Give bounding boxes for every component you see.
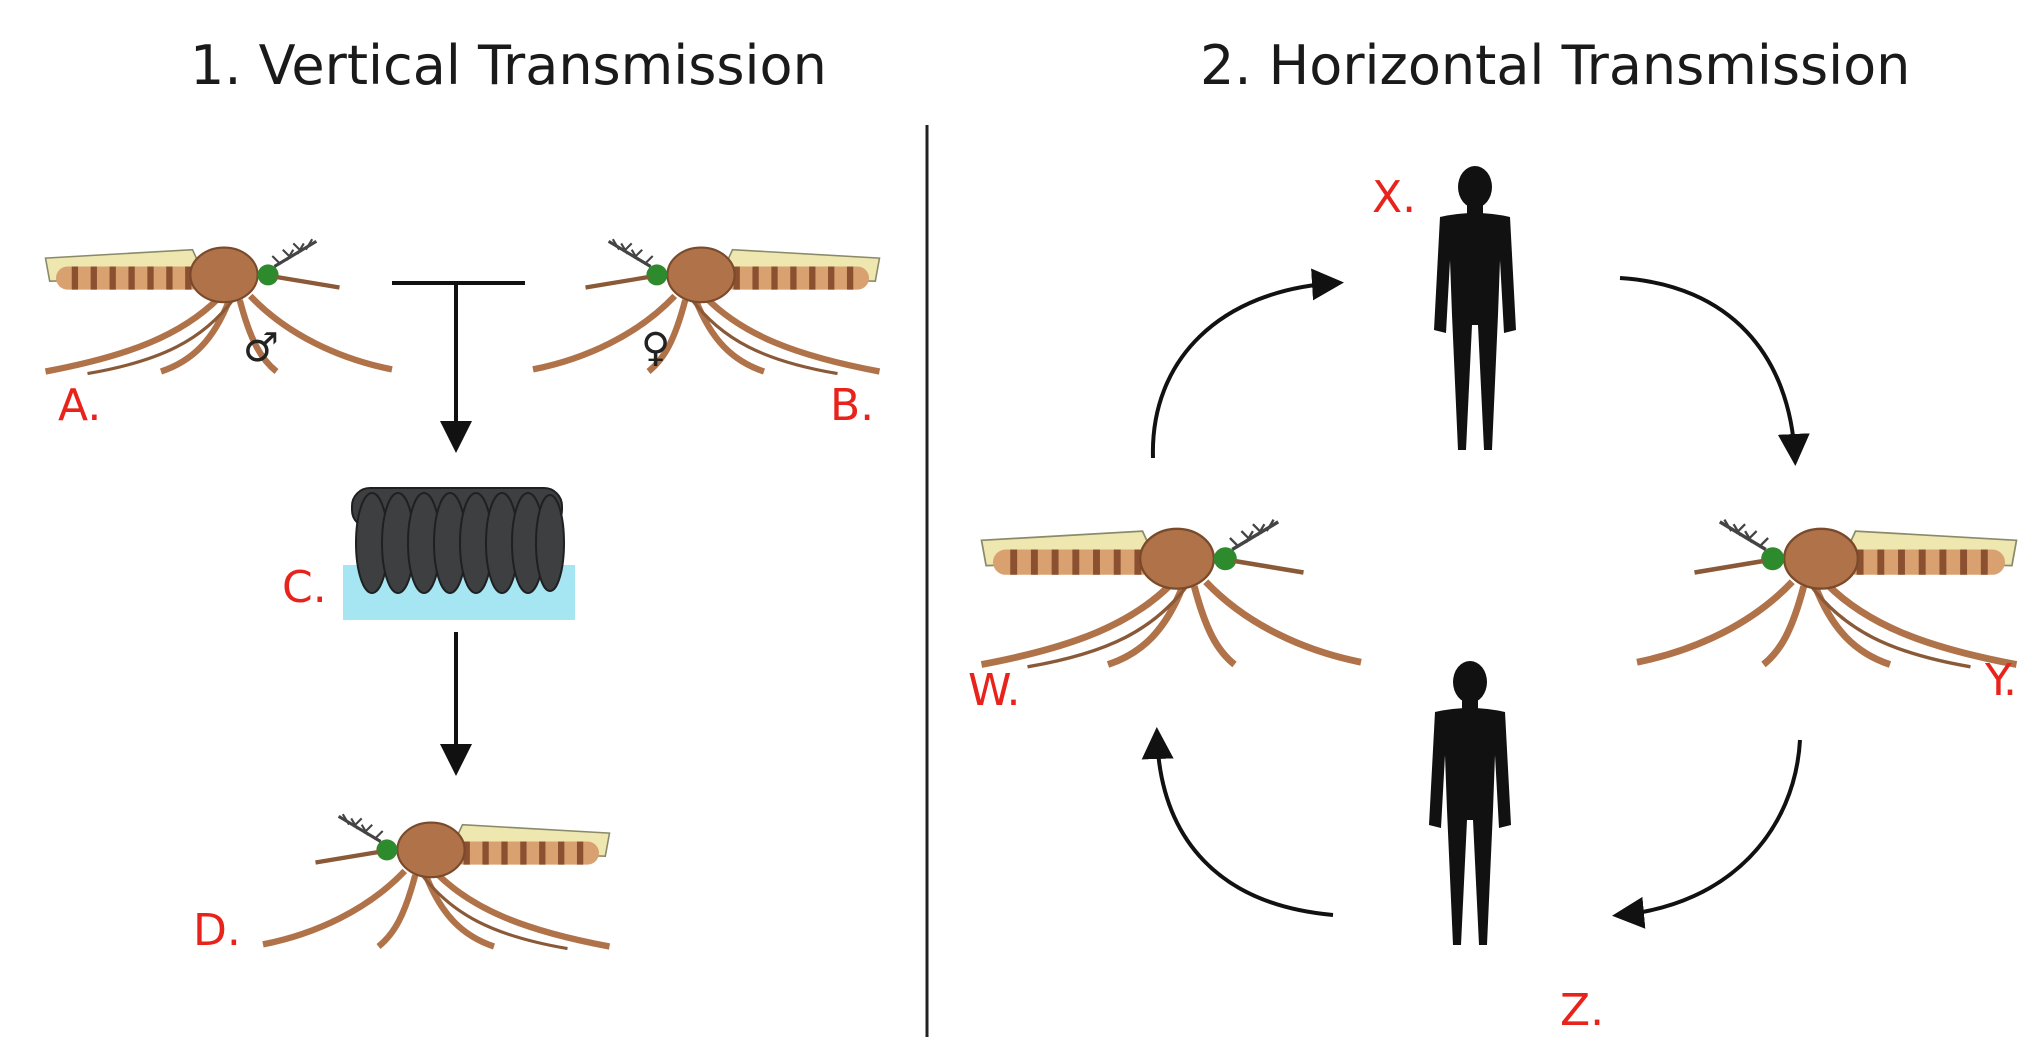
- label-c: C.: [282, 562, 327, 613]
- mosquito-a-icon: [46, 239, 392, 373]
- human-z-icon: [1429, 661, 1511, 945]
- label-z: Z.: [1560, 985, 1604, 1036]
- arrow-z-to-w: [1157, 735, 1333, 915]
- label-x: X.: [1372, 172, 1416, 223]
- mosquito-d-icon: [263, 814, 609, 948]
- arrow-y-to-z: [1620, 740, 1800, 915]
- arrow-w-to-x: [1153, 283, 1336, 458]
- arrow-x-to-y: [1620, 278, 1795, 458]
- label-y: Y.: [1985, 655, 2017, 706]
- vertical-transmission-title: 1. Vertical Transmission: [190, 34, 827, 97]
- horizontal-transmission-title: 2. Horizontal Transmission: [1200, 34, 1910, 97]
- female-symbol: ♀: [641, 325, 670, 371]
- mosquito-b-icon: [533, 239, 880, 373]
- label-a: A.: [58, 380, 101, 431]
- label-b: B.: [830, 380, 874, 431]
- mosquito-y-icon: [1637, 520, 2017, 667]
- male-symbol: ♂: [243, 325, 279, 371]
- egg-raft-icon: [343, 488, 575, 620]
- mating-arrow: [392, 283, 525, 445]
- human-x-icon: [1434, 166, 1516, 450]
- mosquito-w-icon: [982, 520, 1362, 667]
- label-w: W.: [968, 665, 1020, 716]
- label-d: D.: [193, 905, 241, 956]
